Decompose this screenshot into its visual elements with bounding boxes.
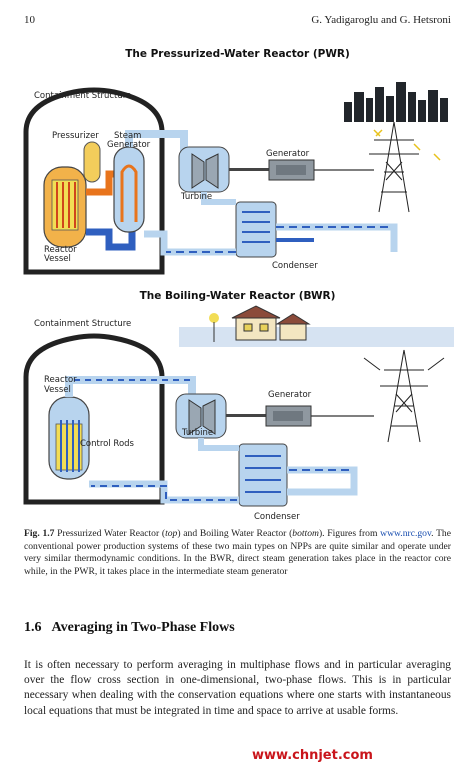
bwr-containment-structure <box>23 333 165 505</box>
bwr-house <box>231 305 311 341</box>
bwr-label-control-rods: Control Rods <box>80 439 135 449</box>
bwr-street-lamp <box>209 313 219 323</box>
pwr-label-generator: Generator <box>266 149 310 159</box>
pwr-steam-generator <box>113 146 145 233</box>
figure-caption: Fig. 1.7 Pressurized Water Reactor (top)… <box>24 528 451 578</box>
bwr-landscape-band <box>179 327 454 347</box>
pwr-label-condenser: Condenser <box>272 261 318 271</box>
bwr-label-generator: Generator <box>268 390 312 400</box>
page-header: 10 G. Yadigaroglu and G. Hetsroni <box>24 14 451 28</box>
pwr-cold-leg <box>86 227 136 251</box>
pwr-city-skyline <box>344 82 448 122</box>
bwr-control-rods <box>60 420 80 472</box>
caption-text-3: ). Figures from <box>318 528 381 539</box>
pwr-label-reactor-2: Vessel <box>44 254 71 264</box>
body-paragraph: It is often necessary to perform averagi… <box>24 659 451 717</box>
bwr-condenser <box>238 443 288 507</box>
bwr-label-turbine: Turbine <box>181 428 213 438</box>
pwr-label-steam-gen-1: Steam <box>114 131 141 141</box>
page-number: 10 <box>24 14 35 26</box>
pwr-condenser <box>235 201 277 258</box>
pwr-label-turbine: Turbine <box>180 192 212 202</box>
bwr-label-condenser: Condenser <box>254 512 300 522</box>
pwr-pressurizer <box>83 141 101 183</box>
caption-figure-label: Fig. 1.7 <box>24 528 55 539</box>
pwr-transmission-tower <box>369 121 419 213</box>
caption-text-2: ) and Boiling Water Reactor ( <box>177 528 293 539</box>
pwr-label-reactor-1: Reactor <box>44 245 77 255</box>
pwr-label-containment: Containment Structure <box>34 91 131 101</box>
pwr-power-sparks <box>373 129 441 161</box>
running-authors: G. Yadigaroglu and G. Hetsroni <box>311 14 451 26</box>
pwr-fuel-rods <box>56 182 76 228</box>
pwr-label-steam-gen-2: Generator <box>107 140 151 150</box>
bwr-label-containment: Containment Structure <box>34 319 131 329</box>
caption-top: top <box>165 528 178 539</box>
pwr-figure-title: The Pressurized-Water Reactor (PWR) <box>125 48 350 60</box>
section-number: 1.6 <box>24 620 42 635</box>
bwr-figure-title: The Boiling-Water Reactor (BWR) <box>139 290 336 302</box>
pwr-turbine <box>191 153 205 189</box>
bwr-transmission-tower <box>380 349 428 443</box>
bwr-turbine <box>188 399 202 435</box>
pwr-diagram: Containment Structure Pressurizer Steam … <box>23 82 448 275</box>
section-heading: 1.6 Averaging in Two-Phase Flows <box>24 620 451 636</box>
caption-text-1: Pressurized Water Reactor ( <box>57 528 166 539</box>
pwr-label-pressurizer: Pressurizer <box>52 131 99 141</box>
section-title: Averaging in Two-Phase Flows <box>51 620 235 635</box>
bwr-label-reactor-2: Vessel <box>44 385 71 395</box>
caption-bottom: bottom <box>292 528 319 539</box>
bwr-label-reactor-1: Reactor <box>44 375 77 385</box>
bwr-diagram: Containment Structure Reactor Vessel Con… <box>23 305 454 522</box>
watermark-text: www.chnjet.com <box>252 748 373 763</box>
caption-text-4: . The conventional power production syst… <box>24 528 451 577</box>
caption-source-link[interactable]: www.nrc.gov <box>380 528 432 539</box>
